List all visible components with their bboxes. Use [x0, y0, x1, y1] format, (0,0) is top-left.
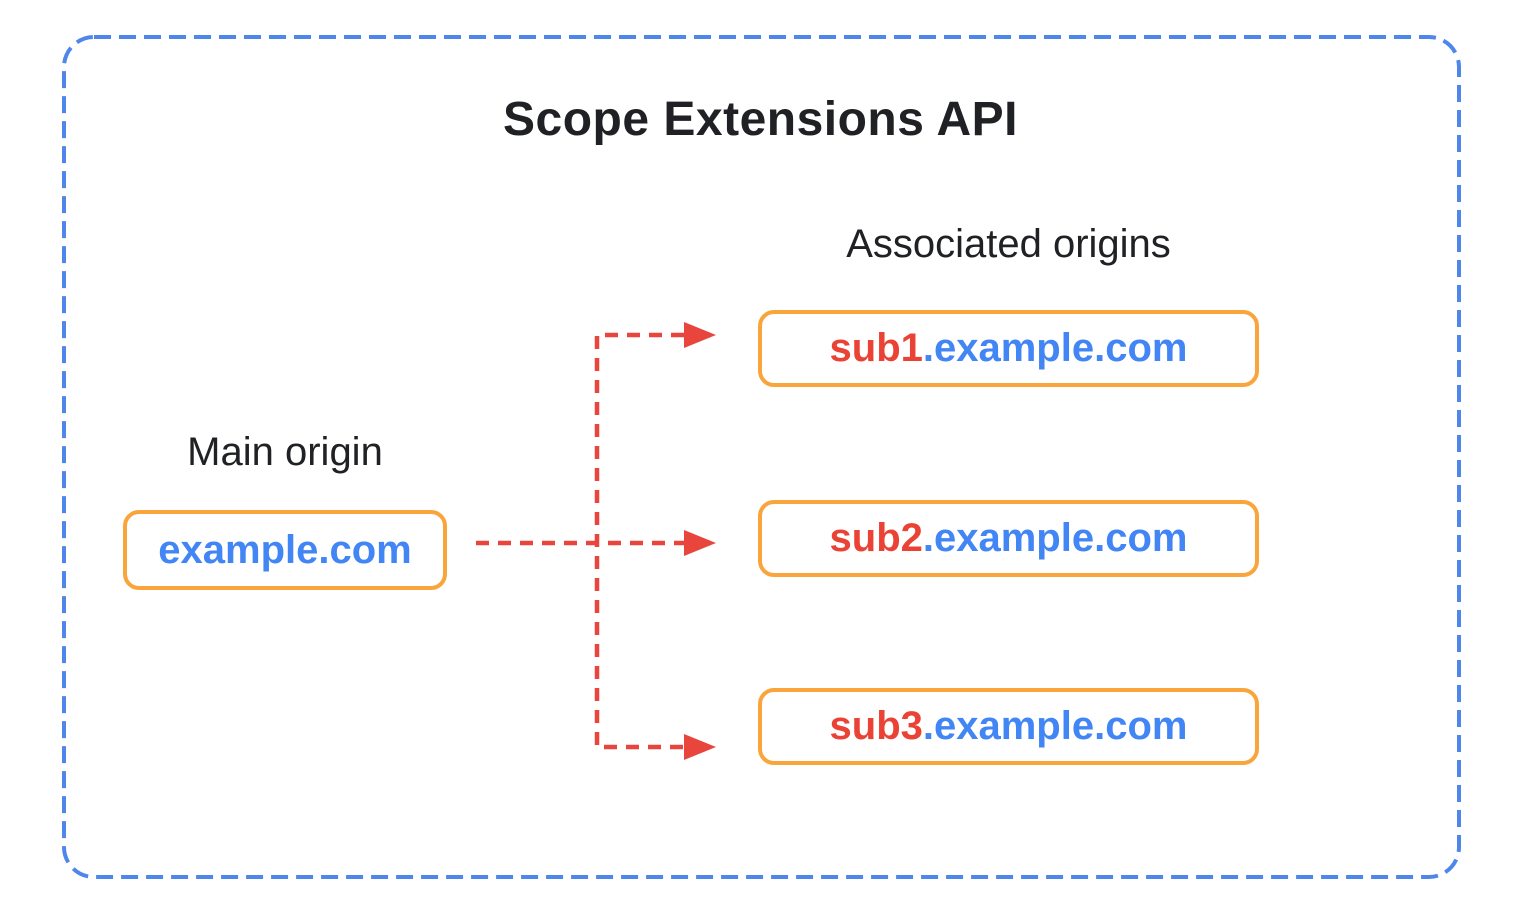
main-origin-box: example.com	[123, 510, 447, 590]
associated-origins-label: Associated origins	[846, 222, 1171, 266]
sub3-prefix: sub3	[829, 704, 923, 748]
sub1-prefix: sub1	[829, 326, 923, 370]
main-origin-domain: example.com	[158, 527, 412, 572]
arrowhead-sub2-icon	[684, 530, 716, 556]
arrowhead-sub3-icon	[684, 734, 716, 760]
main-origin-label: Main origin	[187, 430, 383, 474]
sub2-prefix: sub2	[829, 516, 923, 560]
associated-origin-box-sub3: sub3.example.com	[758, 688, 1259, 765]
associated-origin-box-sub1: sub1.example.com	[758, 310, 1259, 387]
sub2-domain-rest: .example.com	[922, 516, 1188, 560]
sub1-domain-rest: .example.com	[922, 326, 1188, 370]
arrow-branch-vertical	[594, 332, 684, 750]
sub3-domain-rest: .example.com	[922, 704, 1188, 748]
associated-origin-box-sub2: sub2.example.com	[758, 500, 1259, 577]
diagram-title: Scope Extensions API	[502, 93, 1019, 146]
arrowhead-sub1-icon	[684, 322, 716, 348]
